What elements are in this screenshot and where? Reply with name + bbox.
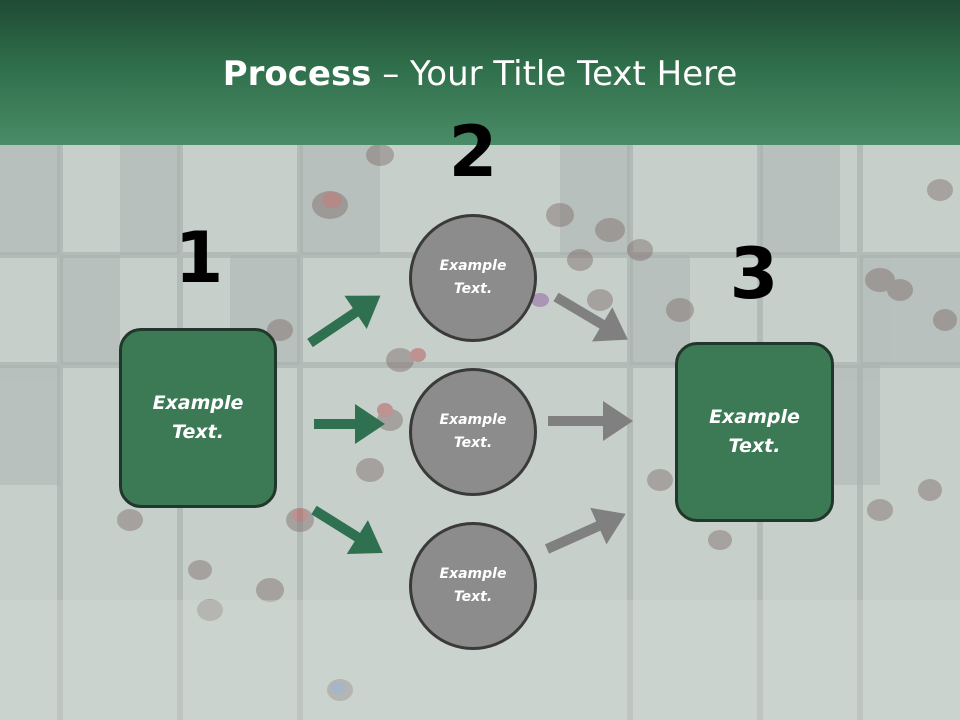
title-bar (0, 0, 960, 145)
circle-middle-text: Example Text. (439, 412, 507, 451)
circle-bottom: Example Text. (409, 522, 537, 650)
step-number-3: 3 (729, 233, 779, 315)
circle-bottom-text: Example Text. (439, 566, 507, 605)
right-process-box: Example Text. (675, 342, 834, 522)
circle-top-text: Example Text. (439, 258, 507, 297)
left-box-text: Example Text. (152, 392, 244, 443)
circle-top: Example Text. (409, 214, 537, 342)
slide-title: Process – Your Title Text Here (0, 52, 960, 96)
circle-middle: Example Text. (409, 368, 537, 496)
title-bold: Process (222, 54, 372, 94)
left-process-box: Example Text. (119, 328, 277, 508)
step-number-1: 1 (174, 217, 224, 299)
step-number-2: 2 (448, 111, 498, 193)
right-box-text: Example Text. (709, 406, 800, 457)
title-rest: – Your Title Text Here (371, 54, 738, 94)
